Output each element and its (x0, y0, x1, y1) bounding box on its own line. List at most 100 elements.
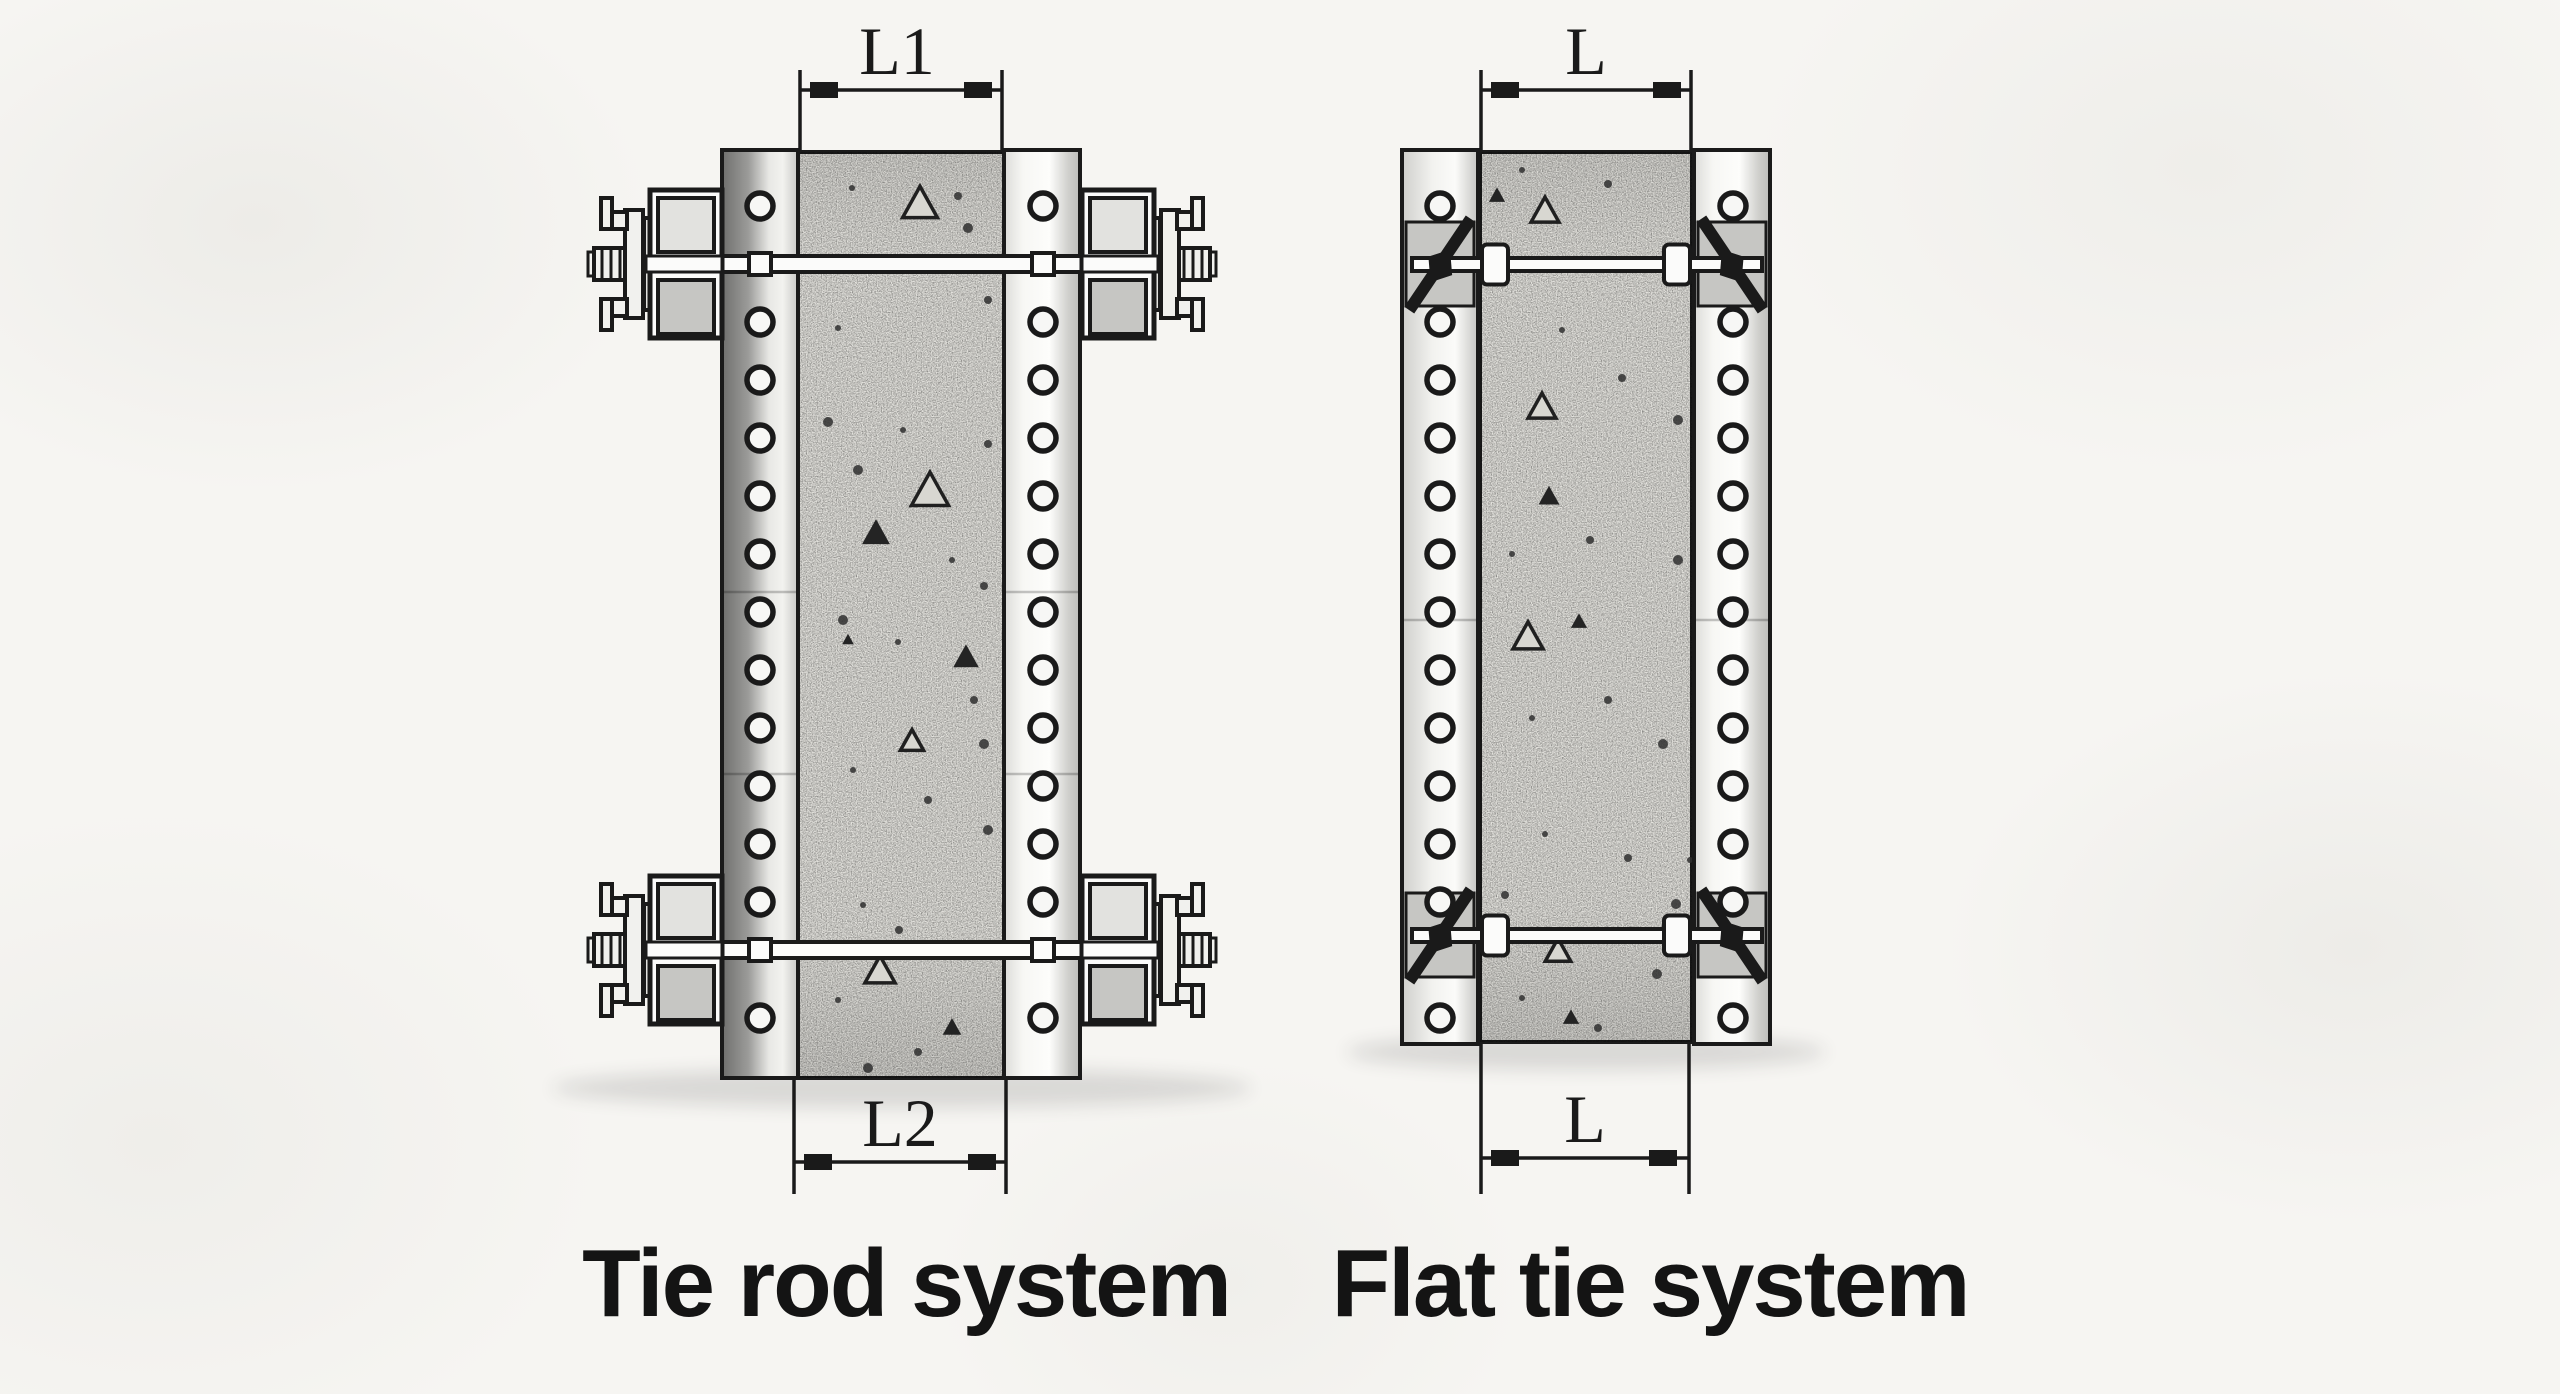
bolt-hole (1027, 538, 1059, 570)
aggregate (1528, 193, 1562, 224)
bolt-hole-column (1027, 190, 1059, 1034)
bolt-hole (1424, 828, 1456, 860)
bolt-hole (1027, 364, 1059, 396)
speck-dot (1509, 551, 1515, 557)
speck-dot (1529, 715, 1535, 721)
bolt-hole (1717, 190, 1749, 222)
speck-dot (860, 902, 866, 908)
bolt-hole (1027, 770, 1059, 802)
aggregate (861, 952, 899, 985)
aggregate (908, 468, 952, 508)
bolt-hole (1027, 480, 1059, 512)
aggregate (1525, 389, 1559, 420)
aggregate-group (823, 182, 993, 1073)
bolt-hole (1717, 596, 1749, 628)
speck-dot (1519, 995, 1525, 1001)
speck-dot (914, 1048, 922, 1056)
bolt-hole-column (744, 190, 776, 1034)
bolt-hole (1717, 538, 1749, 570)
bolt-hole (1424, 306, 1456, 338)
bolt-hole (1027, 886, 1059, 918)
aggregate (897, 726, 927, 753)
rod-collar (747, 251, 773, 277)
dimension-label-l-bottom: L (1564, 1081, 1606, 1157)
bolt-hole (744, 538, 776, 570)
aggregate (862, 519, 890, 545)
speck-dot (895, 926, 903, 934)
flat-tie-top (1410, 256, 1764, 273)
speck-dot (895, 639, 901, 645)
dimension-top-l1: L1 (798, 13, 1004, 152)
speck-dot (970, 696, 978, 704)
bolt-hole (1717, 712, 1749, 744)
bolt-hole-column (1717, 190, 1749, 1034)
caption-flat-tie-system: Flat tie system (1331, 1230, 1971, 1337)
bolt-hole (1717, 480, 1749, 512)
rod-collar (1030, 937, 1056, 963)
bolt-hole (1027, 190, 1059, 222)
aggregate (899, 182, 941, 220)
speck-dot (823, 417, 833, 427)
bolt-hole (744, 1002, 776, 1034)
bolt-hole (1717, 364, 1749, 396)
speck-dot (1594, 1024, 1602, 1032)
bolt-hole (1027, 1002, 1059, 1034)
bolt-hole (1717, 1002, 1749, 1034)
speck-dot (1604, 696, 1612, 704)
aggregate (1509, 618, 1547, 651)
speck-dot (1658, 739, 1668, 749)
speck-dot (1671, 899, 1681, 909)
speck-dot (1519, 167, 1525, 173)
aggregate (1538, 485, 1560, 505)
speck-dot (983, 825, 993, 835)
dimension-top-l: L (1479, 13, 1693, 152)
speck-dot (963, 223, 973, 233)
bolt-hole (1424, 654, 1456, 686)
speck-dot (835, 325, 841, 331)
bolt-hole (744, 886, 776, 918)
speck-dot (849, 185, 855, 191)
rod-collar (1030, 251, 1056, 277)
bolt-hole (1424, 886, 1456, 918)
bolt-hole (1424, 712, 1456, 744)
aggregate (1542, 934, 1574, 963)
bolt-hole (1717, 886, 1749, 918)
bolt-hole (1027, 306, 1059, 338)
wedge-clamp-bottom-left (588, 876, 722, 1024)
speck-dot (1687, 857, 1693, 863)
speck-dot (900, 427, 906, 433)
speck-dot (863, 1063, 873, 1073)
bolt-hole (744, 654, 776, 686)
aggregate (1570, 613, 1588, 628)
speck-dot (984, 440, 992, 448)
bolt-hole (744, 364, 776, 396)
bolt-hole (744, 596, 776, 628)
speck-dot (984, 296, 992, 304)
speck-dot (1673, 415, 1683, 425)
caption-tie-rod-system: Tie rod system (582, 1230, 1232, 1337)
bolt-hole (1717, 828, 1749, 860)
speck-dot (1652, 969, 1662, 979)
bolt-hole (1027, 422, 1059, 454)
dimension-label-l2: L2 (862, 1085, 938, 1161)
speck-dot (853, 465, 863, 475)
flat-tie-diagram: L L (1346, 13, 1826, 1194)
speck-dot (949, 557, 955, 563)
aggregate (953, 644, 979, 668)
bolt-hole (1027, 596, 1059, 628)
aggregate (842, 633, 854, 645)
bolt-hole (1717, 654, 1749, 686)
bolt-hole (1424, 596, 1456, 628)
dimension-bottom-l: L (1479, 1044, 1691, 1194)
speck-dot (838, 615, 848, 625)
speck-dot (1542, 831, 1548, 837)
bolt-hole (744, 828, 776, 860)
aggregate (1562, 1009, 1580, 1024)
speck-dot (1618, 374, 1626, 382)
bolt-hole (1424, 480, 1456, 512)
bolt-hole (1027, 828, 1059, 860)
bolt-hole (744, 480, 776, 512)
tie-rod-diagram: L1 L2 (552, 13, 1252, 1194)
bolt-hole (744, 190, 776, 222)
